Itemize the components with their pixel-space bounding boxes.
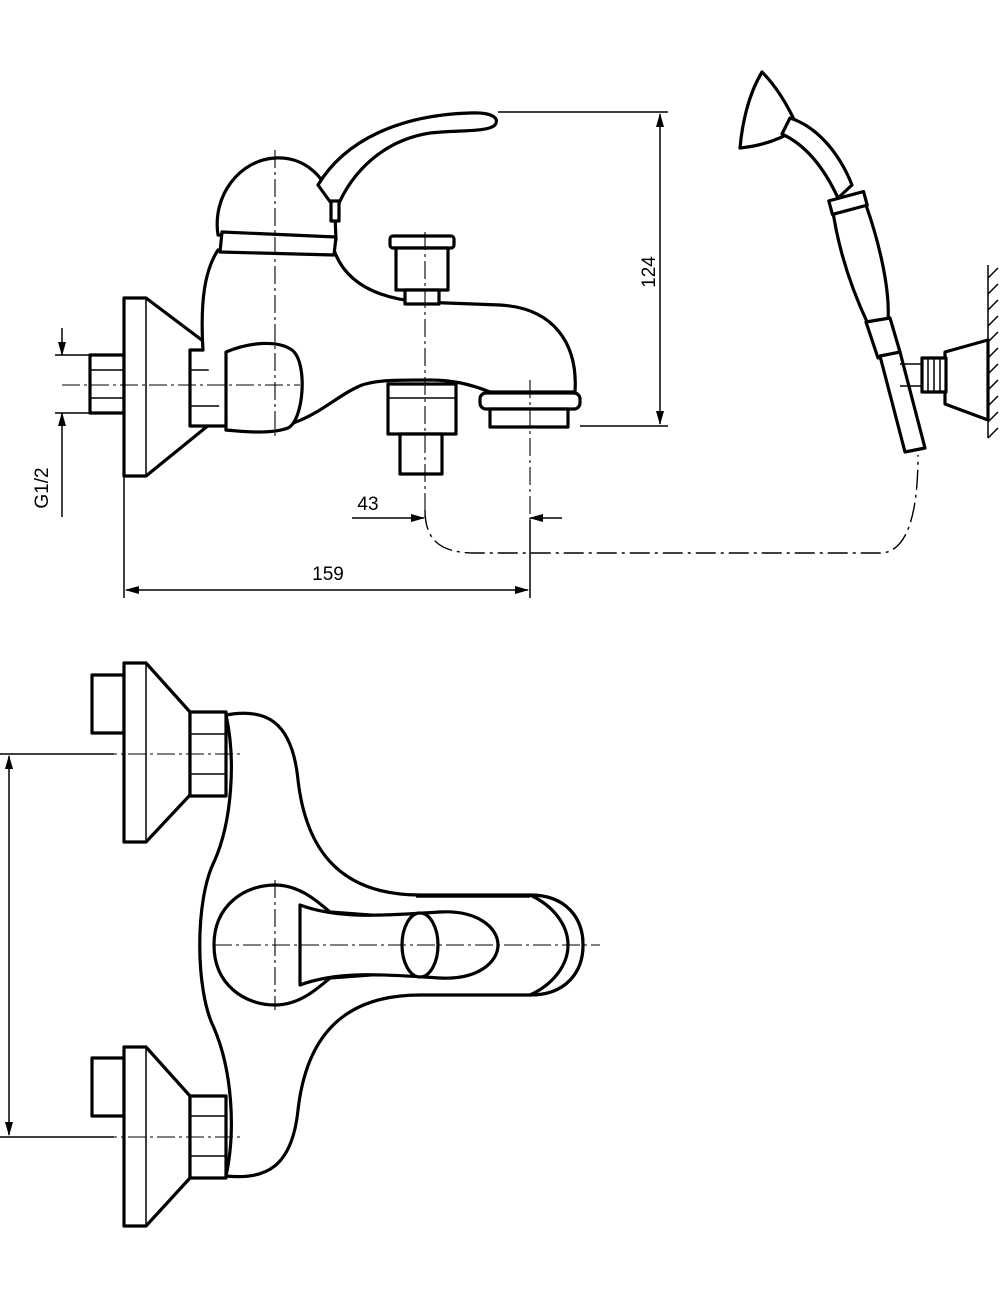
dim-height: 124 (498, 111, 668, 427)
dim-thread-label: G1/2 (32, 467, 53, 508)
lever-cartridge (215, 156, 338, 242)
top-inlet-nut-upper (90, 673, 126, 735)
bottom-diverter (386, 382, 458, 436)
wall-holder (900, 265, 999, 439)
dim-spout-offset-label: 43 (357, 494, 378, 515)
diverter-knob (388, 234, 456, 250)
hand-shower (738, 70, 927, 454)
bottom-outlet (398, 432, 444, 476)
cartridge-ring (218, 230, 338, 257)
dim-inlet-spacing (0, 753, 114, 1138)
inlet-nut (88, 353, 126, 415)
dim-height-label: 124 (639, 256, 660, 288)
top-escutcheon-upper (122, 661, 192, 844)
dim-thread: G1/2 (32, 328, 92, 517)
top-view (0, 661, 600, 1228)
holder-base (943, 338, 990, 422)
grip-band (827, 189, 869, 217)
body-boss (224, 341, 304, 434)
dim-total: 159 (123, 476, 531, 598)
diverter-stem (403, 288, 441, 306)
wall-hatch (987, 267, 999, 439)
shower-hose (878, 350, 927, 454)
shower-grip (830, 199, 890, 326)
shower-neck (780, 116, 854, 200)
dim-total-label: 159 (312, 564, 344, 585)
side-view: 124 G1/2 43 159 (32, 70, 999, 598)
spout-aerator (488, 407, 570, 429)
dim-spout-offset: 43 (352, 494, 562, 522)
hose-path (424, 454, 919, 554)
lever-handle (316, 111, 498, 212)
top-spout-end (528, 893, 585, 997)
diverter-cap (394, 246, 450, 292)
lever-pin (329, 199, 341, 223)
top-inlet-nut-lower (90, 1056, 126, 1118)
